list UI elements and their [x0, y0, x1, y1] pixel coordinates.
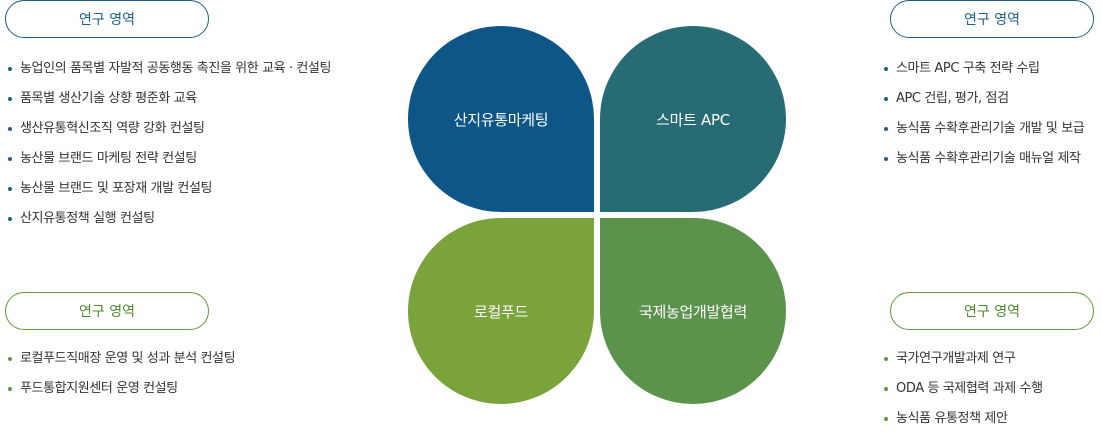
petal-label: 스마트 APC [656, 110, 730, 129]
research-list-bottom-left: 로컬푸드직매장 운영 및 성과 분석 컨설팅 푸드통합지원센터 운영 컨설팅 [6, 350, 236, 410]
research-area-pill-bottom-left: 연구 영역 [5, 292, 209, 330]
research-area-title: 연구 영역 [79, 304, 135, 320]
list-item: 푸드통합지원센터 운영 컨설팅 [6, 380, 235, 410]
petal-smart-apc: 스마트 APC [600, 26, 786, 212]
petal-local-food: 로컬푸드 [408, 218, 594, 404]
research-list-bottom-right: 국가연구개발과제 연구 ODA 등 국제협력 과제 수행 농식품 유통정책 제안 [882, 350, 1043, 440]
research-area-title: 연구 영역 [79, 12, 135, 28]
list-item: 로컬푸드직매장 운영 및 성과 분석 컨설팅 [6, 350, 236, 380]
list-item: 스마트 APC 구축 전략 수립 [882, 60, 1084, 90]
list-item: 농식품 수확후관리기술 개발 및 보급 [882, 120, 1085, 150]
list-item: 농식품 유통정책 제안 [882, 410, 1043, 440]
research-area-title: 연구 영역 [964, 304, 1020, 320]
petal-label: 로컬푸드 [473, 302, 528, 321]
list-item: 산지유통정책 실행 컨설팅 [6, 210, 331, 240]
list-item: APC 건립, 평가, 점검 [882, 90, 1084, 120]
list-item: 생산유통혁신조직 역량 강화 컨설팅 [6, 120, 331, 150]
list-item: 품목별 생산기술 상향 평준화 교육 [6, 90, 331, 120]
list-item: 농산물 브랜드 및 포장재 개발 컨설팅 [6, 180, 331, 210]
research-area-pill-bottom-right: 연구 영역 [890, 292, 1094, 330]
list-item: 농산물 브랜드 마케팅 전략 컨설팅 [6, 150, 331, 180]
petal-international-cooperation: 국제농업개발협력 [600, 218, 786, 404]
petal-marketing: 산지유통마케팅 [408, 26, 594, 212]
research-area-pill-top-right: 연구 영역 [890, 0, 1094, 38]
list-item: ODA 등 국제협력 과제 수행 [882, 380, 1043, 410]
research-list-top-right: 스마트 APC 구축 전략 수립 APC 건립, 평가, 점검 농식품 수확후관… [882, 60, 1085, 180]
list-item: 국가연구개발과제 연구 [882, 350, 1043, 380]
list-item: 농업인의 품목별 자발적 공동행동 촉진을 위한 교육 · 컨설팅 [6, 60, 331, 90]
list-item: 농식품 수확후관리기술 매뉴얼 제작 [882, 150, 1084, 180]
petal-label: 국제농업개발협력 [638, 302, 747, 321]
research-list-top-left: 농업인의 품목별 자발적 공동행동 촉진을 위한 교육 · 컨설팅 품목별 생산… [6, 60, 331, 240]
research-area-title: 연구 영역 [964, 12, 1020, 28]
petal-label: 산지유통마케팅 [453, 110, 549, 129]
research-area-pill-top-left: 연구 영역 [5, 0, 209, 38]
